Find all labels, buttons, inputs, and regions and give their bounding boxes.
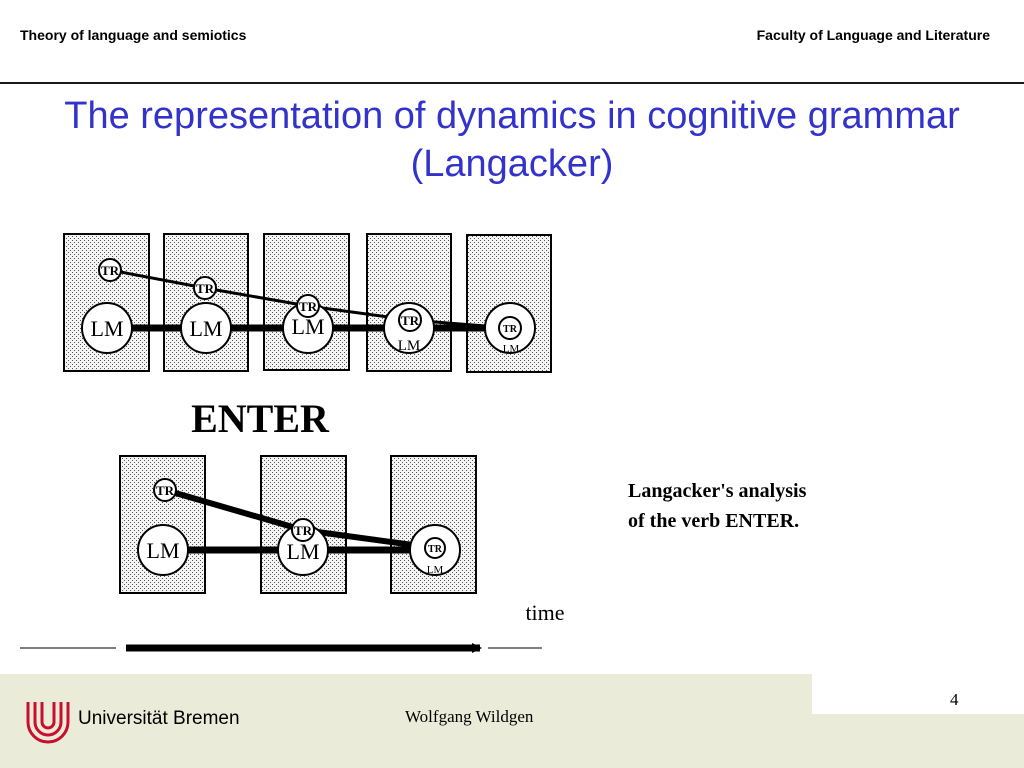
tr-label: TR bbox=[294, 523, 313, 538]
time-label: time bbox=[525, 600, 564, 625]
lm-label: LM bbox=[398, 338, 421, 354]
header-divider bbox=[0, 82, 1024, 84]
tr-circle-top-5 bbox=[498, 316, 522, 340]
lm-circle-bottom-1 bbox=[137, 524, 189, 576]
header-course-title: Theory of language and semiotics bbox=[20, 27, 247, 43]
lm-label: LM bbox=[427, 564, 444, 576]
tr-circle-top-4 bbox=[398, 308, 422, 332]
caption: Langacker's analysis of the verb ENTER. bbox=[628, 476, 806, 536]
tr-circle-bottom-2 bbox=[291, 518, 315, 542]
slide-title: The representation of dynamics in cognit… bbox=[64, 95, 960, 185]
tr-label: TR bbox=[401, 313, 420, 328]
lm-label: LM bbox=[147, 538, 180, 563]
lm-circle-top-2 bbox=[180, 302, 232, 354]
page-number: 4 bbox=[950, 690, 959, 709]
tr-label: TR bbox=[196, 281, 215, 296]
tr-label: TR bbox=[503, 324, 518, 335]
footer-corner bbox=[812, 674, 1024, 714]
lm-circle-top-1 bbox=[81, 302, 133, 354]
header-faculty: Faculty of Language and Literature bbox=[756, 27, 990, 43]
tr-circle-bottom-1 bbox=[153, 478, 177, 502]
lm-label: LM bbox=[287, 539, 320, 564]
verb-label: ENTER bbox=[191, 396, 330, 441]
lm-label: LM bbox=[292, 314, 325, 339]
lm-label: LM bbox=[190, 316, 223, 341]
tr-label: TR bbox=[428, 544, 443, 555]
university-name: Universität Bremen bbox=[78, 708, 240, 729]
tr-label: TR bbox=[299, 299, 318, 314]
tr-label: TR bbox=[101, 263, 120, 278]
tr-circle-top-3 bbox=[296, 294, 320, 318]
caption-line-2: of the verb ENTER. bbox=[628, 510, 800, 532]
tr-label: TR bbox=[156, 483, 175, 498]
author-name: Wolfgang Wildgen bbox=[405, 707, 534, 726]
tr-circle-top-2 bbox=[193, 276, 217, 300]
tr-circle-bottom-3 bbox=[424, 537, 446, 559]
tr-circle-top-1 bbox=[98, 258, 122, 282]
lm-label: LM bbox=[91, 316, 124, 341]
lm-label: LM bbox=[503, 343, 520, 355]
caption-line-1: Langacker's analysis bbox=[628, 480, 807, 502]
university-logo-icon bbox=[26, 702, 70, 744]
